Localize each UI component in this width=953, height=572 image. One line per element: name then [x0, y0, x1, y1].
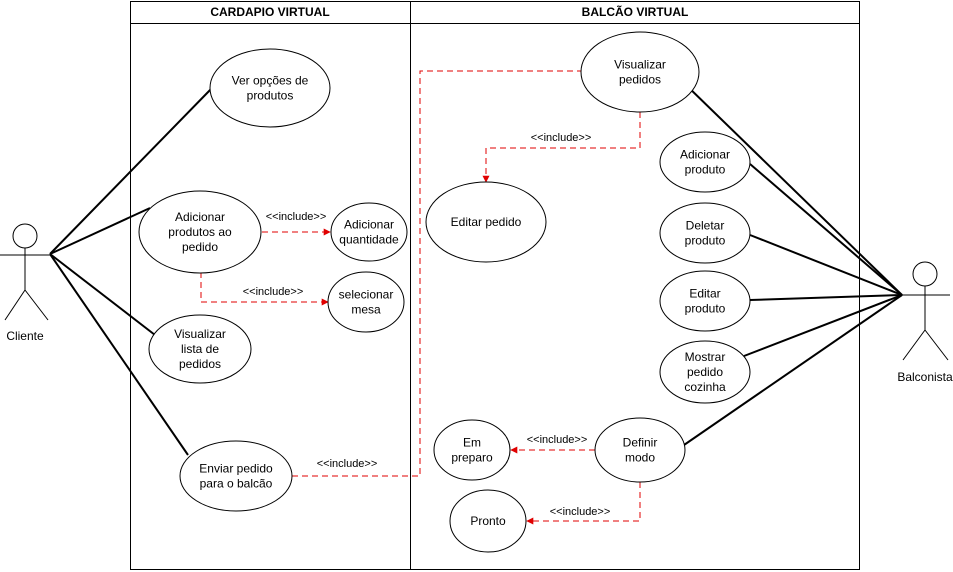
usecase-label: selecionar — [339, 288, 394, 302]
usecase-label: cozinha — [684, 380, 726, 394]
assoc-balconista-definir-modo — [683, 294, 903, 446]
actor-label-cliente: Cliente — [6, 329, 44, 343]
include-pronto — [526, 482, 641, 525]
assoc-balconista-visualizar-pedidos — [683, 82, 903, 296]
include-label: <<include>> — [527, 434, 588, 446]
usecase-label: mesa — [351, 303, 381, 317]
usecase-label: Editar — [689, 287, 720, 301]
usecase-label: Adicionar — [175, 210, 225, 224]
actor-label-balconista: Balconista — [897, 370, 953, 384]
assoc-cliente-adicionar-produtos — [49, 207, 151, 255]
include-label: <<include>> — [317, 458, 378, 470]
usecase-label: Editar pedido — [451, 215, 522, 229]
usecase-label: Enviar pedido — [199, 462, 273, 476]
assoc-cliente-enviar-pedido — [49, 253, 189, 456]
include-label: <<include>> — [266, 211, 327, 223]
include-label: <<include>> — [243, 286, 304, 298]
assoc-cliente-visualizar-lista — [49, 253, 156, 336]
usecase-label: Deletar — [686, 219, 725, 233]
boundary-balcao-virtual: BALCÃO VIRTUAL — [410, 1, 860, 570]
usecase-label: Visualizar — [614, 58, 666, 72]
actor-head-icon — [912, 261, 938, 287]
usecase-editar-pedido[interactable]: Editar pedido — [425, 181, 547, 263]
assoc-balconista-deletar-produto — [749, 234, 903, 296]
boundary-title-cardapio: CARDAPIO VIRTUAL — [210, 5, 329, 19]
actor-head-icon — [12, 223, 38, 249]
usecase-label: modo — [625, 451, 655, 465]
usecase-pronto[interactable]: Pronto — [449, 489, 527, 553]
usecase-label: Definir — [623, 436, 658, 450]
usecase-label: produtos — [247, 89, 294, 103]
usecase-label: Ver opções de — [232, 74, 309, 88]
usecase-label: pedido — [687, 365, 723, 379]
usecase-label: Adicionar — [344, 218, 394, 232]
include-selecionar-mesa — [200, 272, 329, 306]
include-label: <<include>> — [550, 506, 611, 518]
usecase-label: lista de — [181, 342, 219, 356]
balconista-associations — [683, 82, 903, 446]
usecase-label: produto — [685, 234, 726, 248]
include-editar-pedido — [482, 112, 641, 183]
usecase-label: Em — [463, 436, 481, 450]
usecase-label: Mostrar — [685, 350, 726, 364]
actor-balconista — [902, 261, 950, 361]
usecase-label: Pronto — [470, 514, 506, 528]
assoc-balconista-adicionar-produto — [749, 163, 903, 296]
usecase-label: quantidade — [339, 233, 399, 247]
include-enviar-visualizar — [292, 70, 583, 477]
usecase-label: para o balcão — [200, 477, 273, 491]
usecase-label: pedidos — [179, 357, 221, 371]
usecase-label: Adicionar — [680, 148, 730, 162]
usecase-label: produtos ao — [168, 225, 232, 239]
include-label: <<include>> — [531, 132, 592, 144]
assoc-balconista-editar-produto — [749, 294, 903, 301]
usecase-label: Visualizar — [174, 327, 226, 341]
cliente-associations — [49, 87, 213, 456]
usecase-label: pedido — [182, 240, 218, 254]
usecase-label: produto — [685, 302, 726, 316]
boundary-title-balcao: BALCÃO VIRTUAL — [582, 4, 689, 19]
assoc-balconista-mostrar-pedido — [743, 294, 903, 357]
usecase-label: preparo — [451, 451, 493, 465]
assoc-cliente-ver-opcoes — [49, 87, 213, 255]
usecase-label: produto — [685, 163, 726, 177]
actor-cliente — [0, 223, 50, 321]
usecase-label: pedidos — [619, 73, 661, 87]
